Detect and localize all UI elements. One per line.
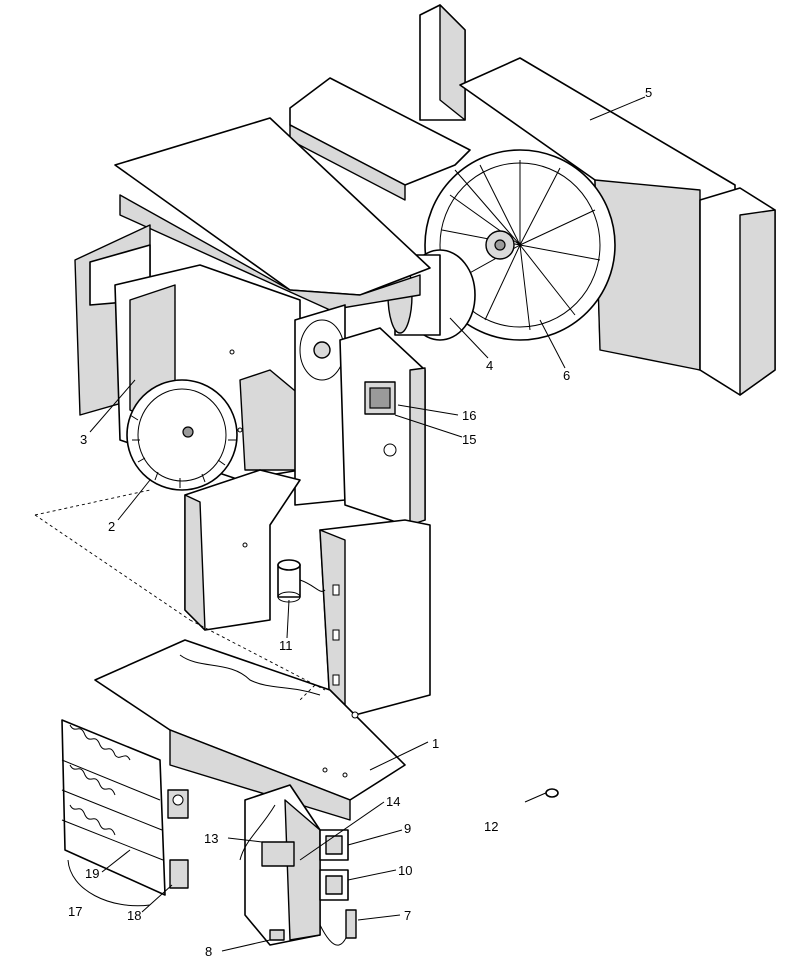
callout-19: 19 — [85, 866, 99, 881]
callout-6: 6 — [563, 368, 570, 383]
callout-8: 8 — [205, 944, 212, 959]
callout-1: 1 — [432, 736, 439, 751]
callout-4: 4 — [486, 358, 493, 373]
callout-2: 2 — [108, 519, 115, 534]
fan-top-panel — [289, 77, 471, 201]
callout-16: 16 — [462, 408, 476, 423]
callout-14: 14 — [386, 794, 400, 809]
callout-15: 15 — [462, 432, 476, 447]
top-cover — [114, 117, 431, 311]
screw — [524, 788, 559, 803]
control-panel — [339, 327, 426, 526]
callout-13: 13 — [204, 831, 218, 846]
orifice-plate — [294, 304, 346, 506]
callout-3: 3 — [80, 432, 87, 447]
callout-10: 10 — [398, 863, 412, 878]
callout-5: 5 — [645, 85, 652, 100]
callout-9: 9 — [404, 821, 411, 836]
heater-assembly — [61, 719, 189, 907]
base-pan — [94, 639, 406, 821]
callout-12: 12 — [484, 819, 498, 834]
callout-labels: 1 2 3 4 5 6 7 8 9 10 11 12 13 14 15 16 1… — [68, 85, 652, 959]
assembly-lines — [34, 489, 326, 701]
blower-wheel — [126, 379, 238, 491]
capacitor — [277, 559, 326, 603]
callout-7: 7 — [404, 908, 411, 923]
callout-18: 18 — [127, 908, 141, 923]
leader-lines — [89, 96, 646, 952]
side-panel — [319, 519, 431, 716]
electrical-box — [184, 469, 301, 631]
callout-17: 17 — [68, 904, 82, 919]
control-box — [239, 784, 357, 946]
callout-11: 11 — [279, 638, 293, 653]
